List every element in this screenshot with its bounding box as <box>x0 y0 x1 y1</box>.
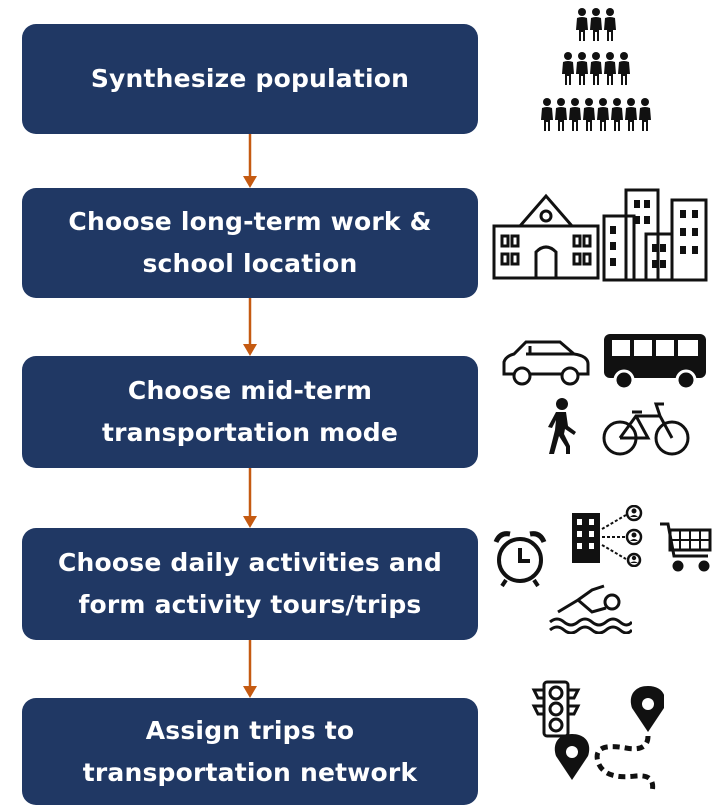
population-pyramid-icon <box>538 6 658 146</box>
bicycle-icon <box>602 398 690 462</box>
arrow-down-3 <box>241 468 259 528</box>
alarm-clock-icon <box>490 528 550 592</box>
arrow-down-4 <box>241 640 259 698</box>
step-5-line-1: Assign trips to <box>145 715 355 745</box>
step-transportation-mode: Choose mid-term transportation mode <box>22 356 478 468</box>
step-5-line-2: transportation network <box>82 757 418 787</box>
step-work-school-location: Choose long-term work & school location <box>22 188 478 298</box>
traffic-light-icon <box>530 680 582 742</box>
step-3-line-2: transportation mode <box>101 418 399 447</box>
step-synthesize-population: Synthesize population <box>22 24 478 134</box>
shopping-cart-icon <box>658 520 714 578</box>
step-1-line-1: Synthesize population <box>90 64 410 93</box>
arrow-down-1 <box>241 134 259 188</box>
office-network-icon <box>570 504 654 571</box>
bus-icon <box>602 332 708 396</box>
city-buildings-icon <box>600 186 712 288</box>
step-2-line-1: Choose long-term work & <box>68 207 432 236</box>
step-daily-activities: Choose daily activities and form activit… <box>22 528 478 640</box>
walking-person-icon <box>538 398 582 460</box>
step-2-line-2: school location <box>142 249 358 278</box>
step-assign-trips: Assign trips to transportation network <box>22 698 478 805</box>
route-map-icon <box>552 682 666 806</box>
school-building-icon <box>490 190 602 286</box>
car-icon <box>500 336 592 392</box>
step-3-line-1: Choose mid-term <box>127 376 373 405</box>
step-4-line-2: form activity tours/trips <box>78 590 422 619</box>
swimmer-icon <box>548 578 634 638</box>
step-4-line-1: Choose daily activities and <box>57 548 443 577</box>
arrow-down-2 <box>241 298 259 356</box>
